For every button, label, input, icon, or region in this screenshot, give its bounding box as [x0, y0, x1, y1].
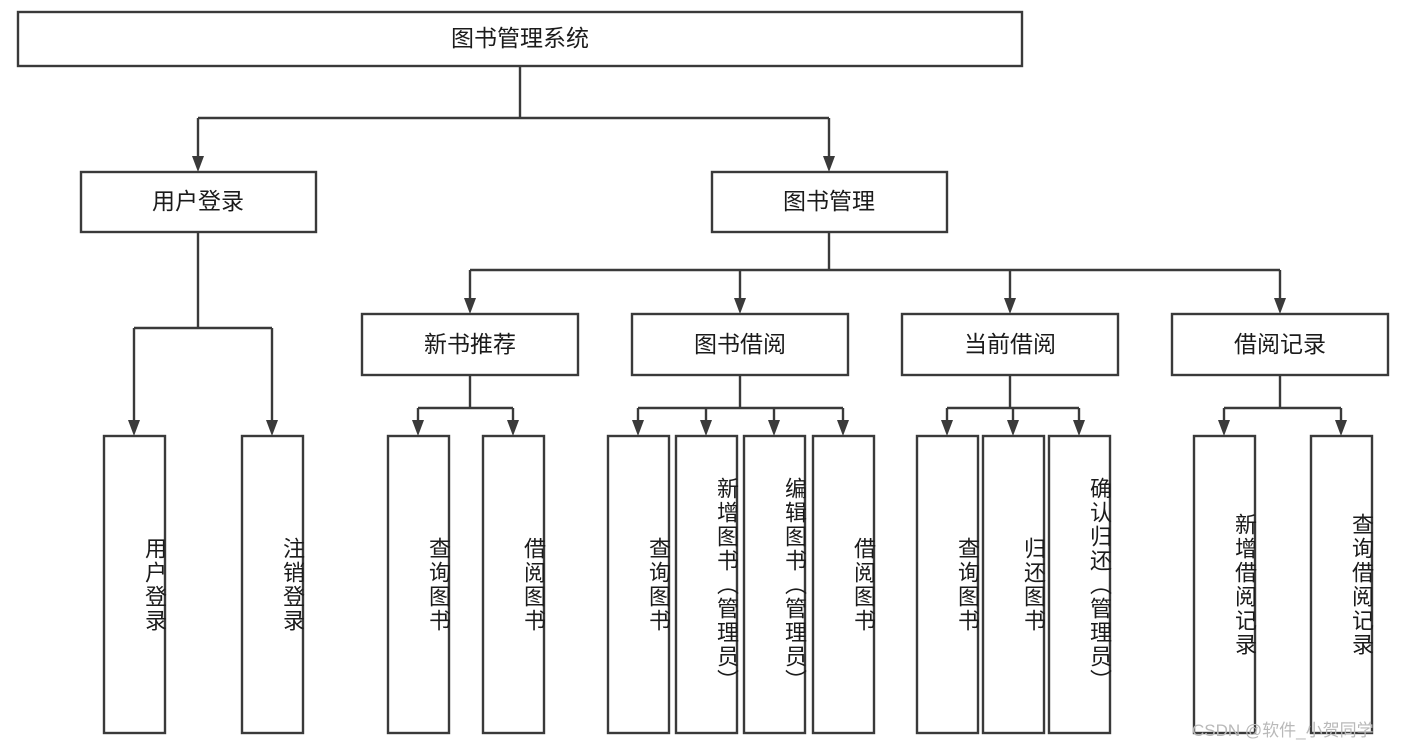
arrowhead-nb-leaf-1 [412, 420, 424, 436]
leaf-rect-query-book-1[interactable] [386, 434, 451, 735]
connector-group-user-login [128, 232, 278, 436]
node-root-label: 图书管理系统 [451, 25, 589, 51]
node-book-management[interactable]: 图书管理 [710, 170, 949, 234]
arrowhead-cb-leaf-3 [1073, 420, 1085, 436]
arrowhead-rc-leaf-1 [1218, 420, 1230, 436]
arrowhead-leaf-user-login [128, 420, 140, 436]
leaf-rect-borrow-book-2[interactable] [811, 434, 876, 735]
arrowhead-newbook [464, 298, 476, 314]
arrowhead-borrow [734, 298, 746, 314]
arrowhead-bw-leaf-3 [768, 420, 780, 436]
leaf-rect-edit-book[interactable] [742, 434, 807, 735]
arrowhead-cb-leaf-1 [941, 420, 953, 436]
arrowhead-user-login [192, 156, 204, 172]
leaf-rect-logout[interactable] [240, 434, 305, 735]
connector-group-borrow [632, 375, 849, 436]
node-new-book-recommend-rect[interactable] [360, 312, 580, 377]
connector-group-root [192, 66, 835, 172]
node-new-book-recommend-label: 新书推荐 [424, 331, 516, 357]
node-book-management-rect[interactable] [710, 170, 949, 234]
leaf-rect-add-book[interactable] [674, 434, 739, 735]
arrowhead-book-mgmt [823, 156, 835, 172]
node-borrow-record-rect[interactable] [1170, 312, 1390, 377]
node-user-login-label: 用户登录 [152, 188, 244, 214]
node-current-borrow-label: 当前借阅 [964, 331, 1056, 357]
connector-group-current [941, 375, 1085, 436]
node-root-rect[interactable] [16, 10, 1024, 68]
node-root[interactable]: 图书管理系统 [16, 10, 1024, 68]
connector-group-record [1218, 375, 1347, 436]
leaf-rect-return-book[interactable] [981, 434, 1046, 735]
arrowhead-bw-leaf-4 [837, 420, 849, 436]
leaf-rect-borrow-book-1[interactable] [481, 434, 546, 735]
arrowhead-record [1274, 298, 1286, 314]
arrowhead-bw-leaf-2 [700, 420, 712, 436]
arrowhead-nb-leaf-2 [507, 420, 519, 436]
node-current-borrow-rect[interactable] [900, 312, 1120, 377]
node-user-login[interactable]: 用户登录 [79, 170, 318, 234]
node-borrow-record-label: 借阅记录 [1234, 331, 1326, 357]
connector-group-newbook [412, 375, 519, 436]
arrowhead-leaf-logout [266, 420, 278, 436]
arrowhead-rc-leaf-2 [1335, 420, 1347, 436]
node-book-borrow[interactable]: 图书借阅 [630, 312, 850, 377]
leaf-rect-query-record[interactable] [1309, 434, 1374, 735]
node-current-borrow[interactable]: 当前借阅 [900, 312, 1120, 377]
leaf-rect-query-book-3[interactable] [915, 434, 980, 735]
node-new-book-recommend[interactable]: 新书推荐 [360, 312, 580, 377]
arrowhead-bw-leaf-1 [632, 420, 644, 436]
node-user-login-rect[interactable] [79, 170, 318, 234]
arrowhead-current [1004, 298, 1016, 314]
leaf-rect-add-record[interactable] [1192, 434, 1257, 735]
node-book-borrow-rect[interactable] [630, 312, 850, 377]
node-borrow-record[interactable]: 借阅记录 [1170, 312, 1390, 377]
node-book-management-label: 图书管理 [783, 188, 875, 214]
arrowhead-cb-leaf-2 [1007, 420, 1019, 436]
csdn-watermark: CSDN @软件_小贺同学 [1192, 721, 1374, 740]
node-book-borrow-label: 图书借阅 [694, 331, 786, 357]
connector-group-book-mgmt [464, 232, 1286, 314]
leaf-rect-query-book-2[interactable] [606, 434, 671, 735]
leaf-rect-user-login[interactable] [102, 434, 167, 735]
leaf-rect-confirm-return[interactable] [1047, 434, 1112, 735]
